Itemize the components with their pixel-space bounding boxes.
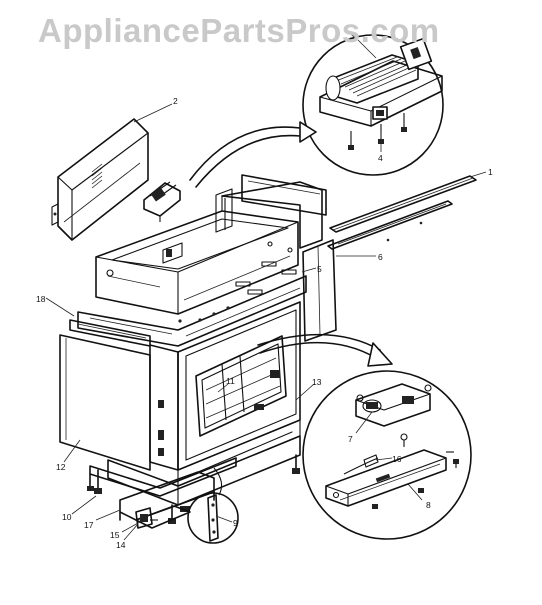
fan-motor-detail-circle <box>302 34 444 176</box>
foot-clip-part-15 <box>135 507 158 529</box>
base-frame-part-17 <box>87 457 237 529</box>
rear-panel-part-2 <box>51 118 149 241</box>
side-panel-part-6 <box>302 239 337 342</box>
callout-4: 4 <box>378 153 383 163</box>
callout-12: 12 <box>56 462 66 472</box>
switch-detail-circle <box>302 370 472 540</box>
callout-1: 1 <box>488 167 493 177</box>
arrow-to-switch-detail <box>257 333 393 367</box>
side-panel-part-12 <box>59 319 151 471</box>
callout-2: 2 <box>173 96 178 106</box>
callout-3: 3 <box>350 31 355 41</box>
callout-labels: 1 2 3 4 5 6 7 8 9 10 11 12 13 14 15 16 1… <box>36 31 493 550</box>
callout-14: 14 <box>116 540 126 550</box>
callout-5: 5 <box>317 264 322 274</box>
callout-16: 16 <box>392 454 402 464</box>
callout-9: 9 <box>233 518 238 528</box>
callout-10: 10 <box>62 512 72 522</box>
callout-17: 17 <box>84 520 94 530</box>
leader-lines <box>45 39 487 541</box>
callout-6: 6 <box>378 252 383 262</box>
side-trim-part-1 <box>327 175 477 250</box>
fan-bracket-small <box>143 181 181 222</box>
callout-15: 15 <box>110 530 120 540</box>
callout-11: 11 <box>226 376 235 386</box>
callout-13: 13 <box>312 377 322 387</box>
hinge-detail-part-9 <box>187 467 239 544</box>
arrow-to-fan-detail <box>189 121 317 188</box>
callout-7: 7 <box>348 434 353 444</box>
callout-8: 8 <box>426 500 431 510</box>
callout-18: 18 <box>36 294 46 304</box>
